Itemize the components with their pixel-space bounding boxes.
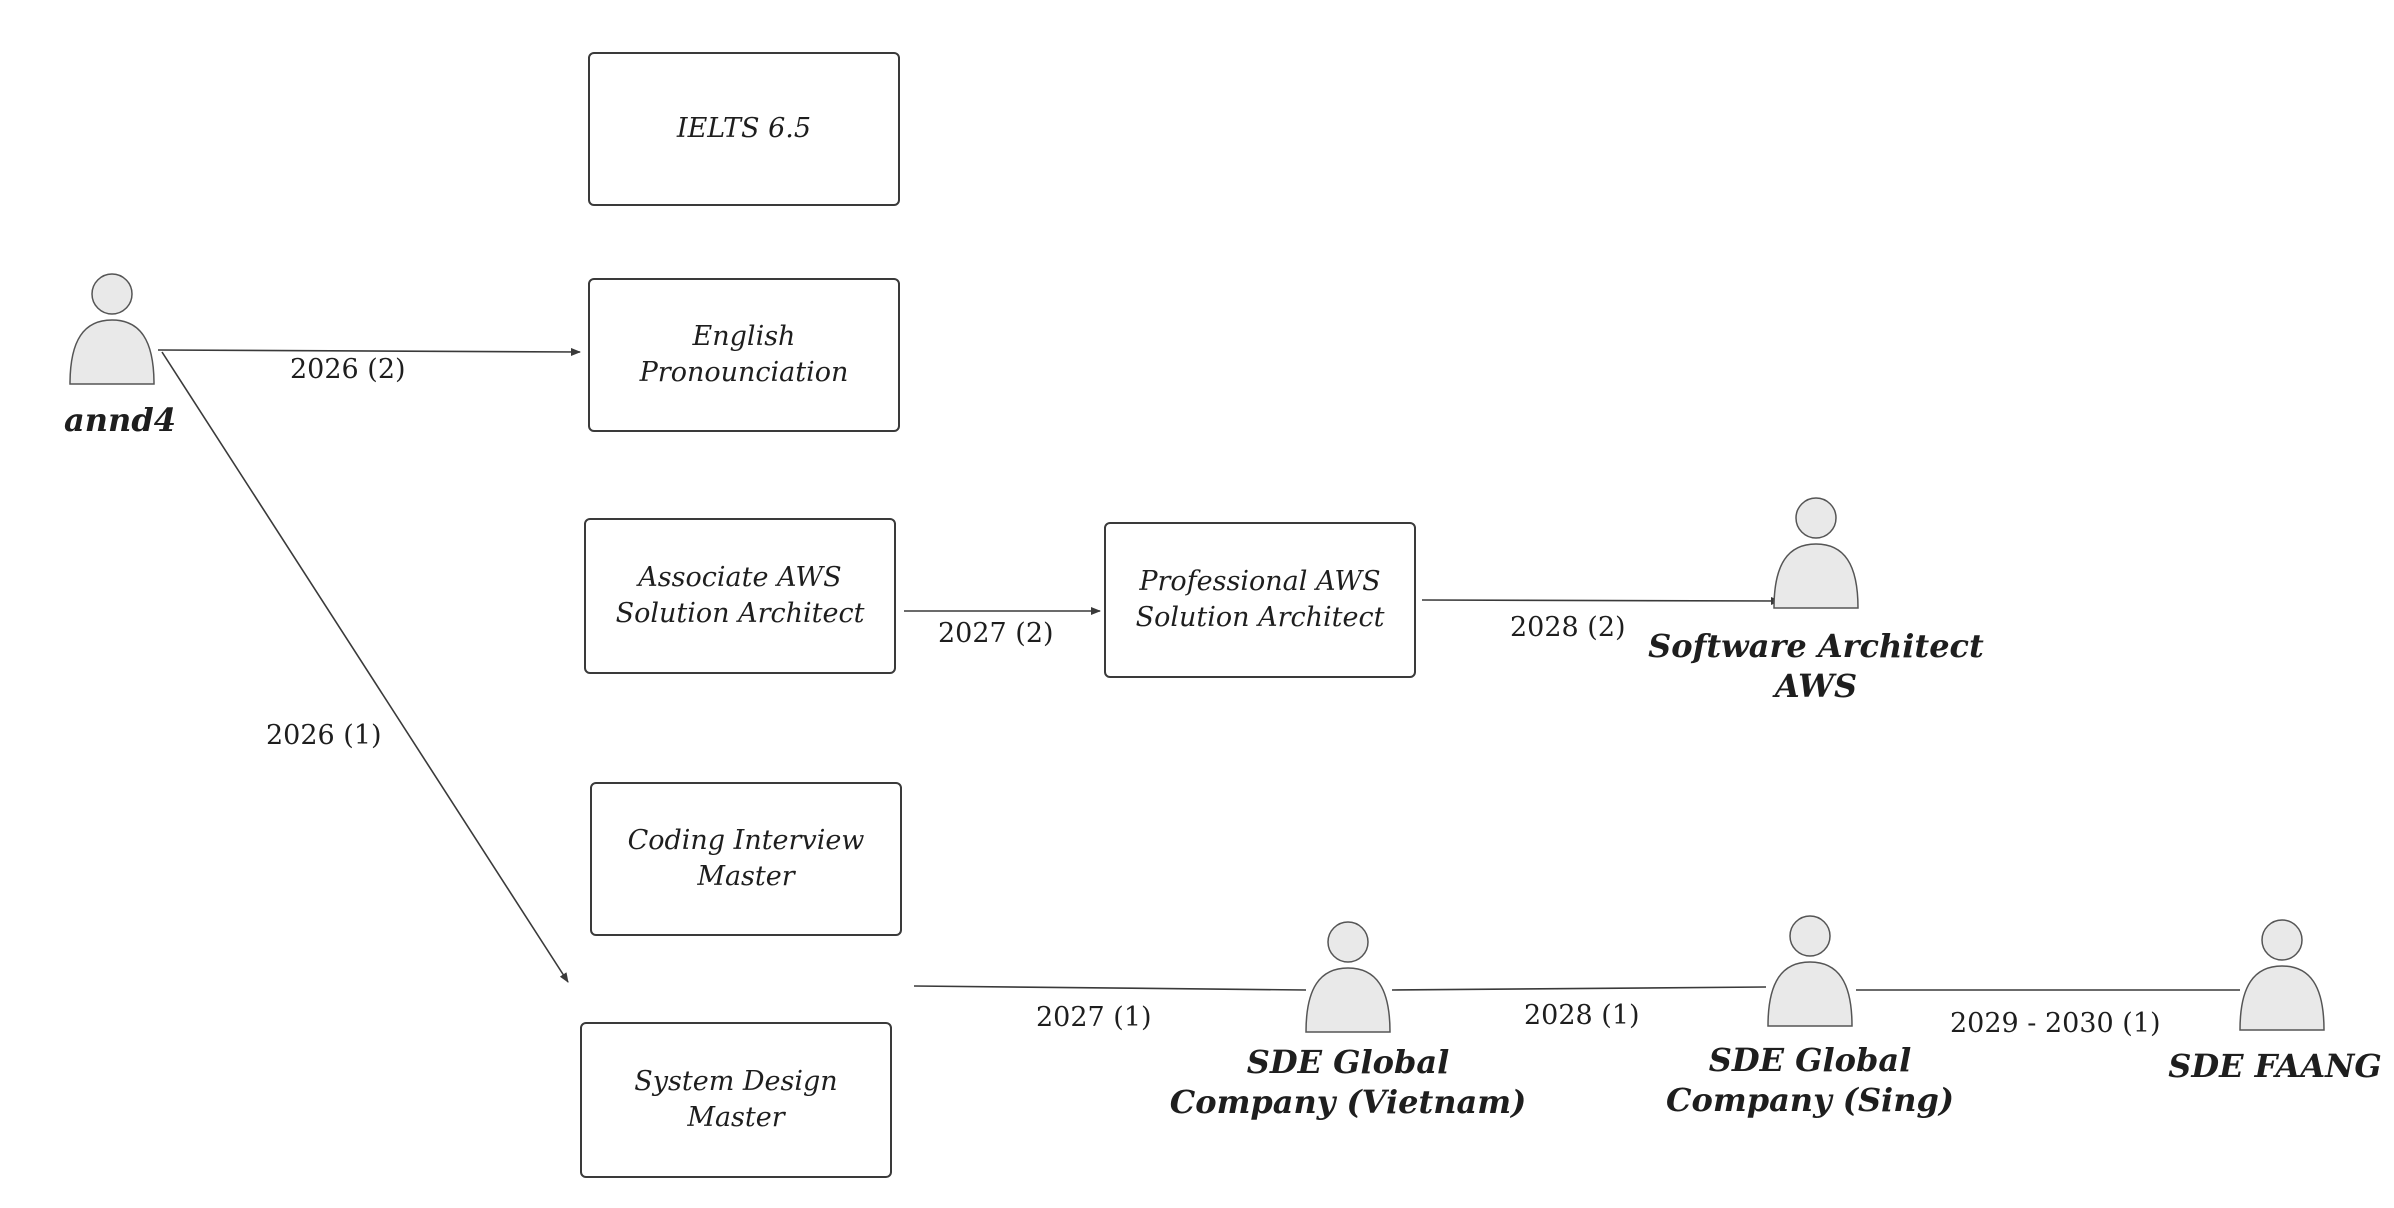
box-associate-aws-label: Associate AWS Solution Architect <box>615 562 865 629</box>
box-coding-label: Coding Interview Master <box>627 825 865 892</box>
person-icon[interactable] <box>1302 918 1394 1038</box>
edge-vietnam-to-sing[interactable] <box>1391 986 1767 991</box>
box-professional-aws[interactable]: Professional AWS Solution Architect <box>1104 522 1416 678</box>
box-ielts[interactable]: IELTS 6.5 <box>588 52 900 206</box>
actor-annd4-label: annd4 <box>64 401 176 439</box>
actor-sw-architect-label: Software Architect AWS <box>1648 627 1984 705</box>
edge-label-system-design-to-vietnam: 2027 (1) <box>1032 1002 1156 1033</box>
edge-annd4-to-system-design[interactable] <box>161 351 569 983</box>
person-icon[interactable] <box>2236 916 2328 1036</box>
edge-label-vietnam-to-sing: 2028 (1) <box>1520 1000 1644 1031</box>
edge-label-sing-to-faang: 2029 - 2030 (1) <box>1946 1008 2165 1039</box>
edge-system-design-to-vietnam[interactable] <box>913 985 1307 991</box>
edge-label-assoc-to-pro: 2027 (2) <box>934 618 1058 649</box>
box-system-design[interactable]: System Design Master <box>580 1022 892 1178</box>
edge-annd4-to-english[interactable] <box>157 347 581 356</box>
person-icon[interactable] <box>1770 494 1862 614</box>
box-coding-interview[interactable]: Coding Interview Master <box>590 782 902 936</box>
box-professional-aws-label: Professional AWS Solution Architect <box>1135 566 1385 633</box>
actor-sde-sing-label: SDE Global Company (Sing) <box>1666 1041 1954 1119</box>
actor-sde-faang-label: SDE FAANG <box>2168 1047 2382 1085</box>
box-system-design-label: System Design Master <box>634 1066 838 1133</box>
person-icon[interactable] <box>1764 912 1856 1032</box>
box-english-pronounciation[interactable]: English Pronounciation <box>588 278 900 432</box>
edge-label-annd4-to-system-design: 2026 (1) <box>262 720 386 751</box>
box-associate-aws[interactable]: Associate AWS Solution Architect <box>584 518 896 674</box>
edge-label-annd4-to-english: 2026 (2) <box>286 354 410 385</box>
edge-pro-to-sw-architect[interactable] <box>1421 596 1781 605</box>
person-icon[interactable] <box>66 270 158 390</box>
edge-label-pro-to-sw-architect: 2028 (2) <box>1506 612 1630 643</box>
box-english-label: English Pronounciation <box>639 321 849 388</box>
box-ielts-label: IELTS 6.5 <box>676 113 812 144</box>
actor-sde-vietnam-label: SDE Global Company (Vietnam) <box>1169 1043 1527 1121</box>
